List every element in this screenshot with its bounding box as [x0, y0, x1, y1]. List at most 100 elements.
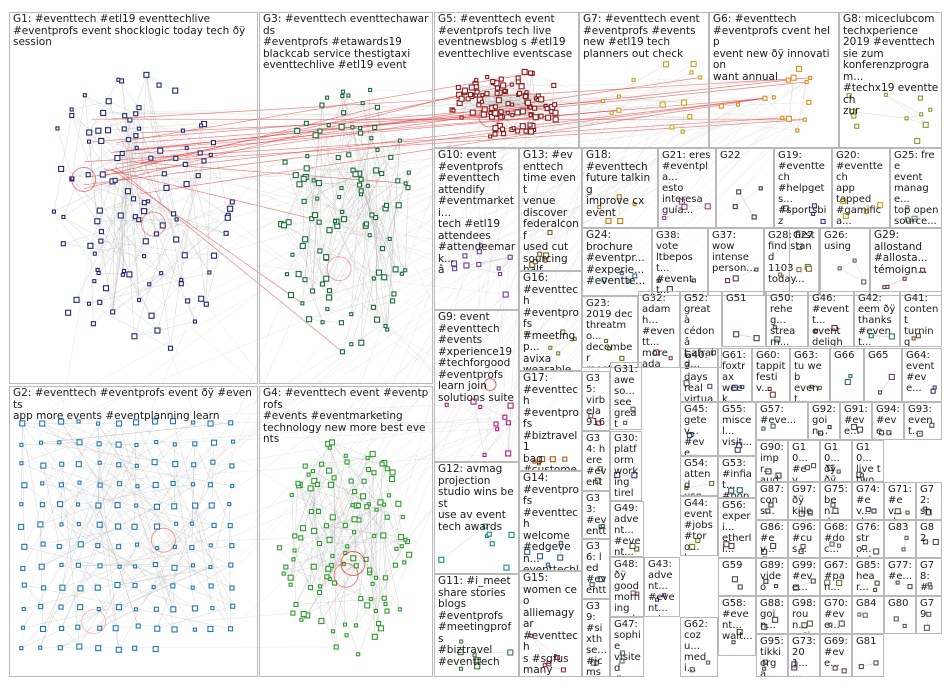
group-panel-g38: G38: vote ltbepost... #eventt...: [652, 228, 708, 296]
node-g2: [170, 606, 177, 613]
node-g2: [76, 643, 83, 650]
node-g4: [288, 582, 293, 587]
node-g4: [306, 472, 311, 477]
group-panel-g16: G16: #eventtech #eventprofs #meetingp...…: [519, 271, 582, 371]
node-g5: [519, 108, 526, 115]
group-label-g85: G85: hear...: [856, 560, 880, 593]
node-g2: [115, 523, 122, 530]
group-label-g3: G3: #eventtech eventtechawards #eventpro…: [263, 13, 429, 71]
node-g2: [19, 502, 24, 507]
edge: [342, 91, 401, 141]
group-label-g86: G86: #ev... #ev...: [760, 522, 784, 557]
edge: [852, 111, 907, 119]
node-g1: [105, 98, 112, 105]
group-panel-g47: G47: sophie visited #event...: [610, 617, 644, 677]
group-panel-g86: G86: #ev... #ev...: [756, 520, 788, 558]
node-g3: [317, 248, 323, 254]
node-g3: [280, 222, 288, 229]
node-g1: [227, 205, 234, 212]
edge: [135, 94, 461, 217]
node-g2: [96, 606, 101, 612]
group-label-g26: G26: using: [824, 230, 852, 252]
edge: [42, 423, 120, 484]
node-g2: [151, 585, 156, 590]
node-g4: [291, 557, 296, 562]
node-g2: [19, 461, 24, 466]
group-label-g23: G23: 2019 dec threatmo... december meet.…: [586, 298, 633, 367]
node-g1: [65, 309, 72, 316]
node-g5: [511, 126, 516, 131]
group-label-g67: G67: #pan...: [824, 560, 848, 593]
edge: [298, 485, 368, 606]
edge: [63, 216, 125, 272]
edge: [306, 168, 360, 174]
node-g4: [318, 618, 325, 625]
group-panel-g83: G83: [884, 520, 916, 558]
group-label-g83: G83: [888, 522, 909, 533]
node-g2: [155, 545, 160, 551]
group-panel-g93: G93: event...: [904, 402, 942, 440]
group-panel-g46: G46: #eventt... event delight...: [808, 291, 854, 347]
node-g4: [307, 485, 314, 492]
node-g6: [796, 65, 803, 72]
edge: [71, 109, 163, 226]
group-label-g50: G50: reheg... stream... hey...: [770, 293, 796, 347]
node-g2: [95, 502, 102, 509]
node-g1: [69, 112, 75, 119]
edge: [318, 481, 365, 512]
edge: [303, 173, 360, 202]
node-g2: [94, 584, 101, 591]
edge: [326, 519, 355, 526]
node-g3: [397, 138, 402, 143]
node-g4: [394, 546, 399, 551]
node-g4: [283, 564, 289, 570]
edge: [405, 110, 619, 184]
edge: [359, 184, 465, 257]
node-g1: [154, 327, 161, 334]
edge: [53, 211, 98, 271]
node-g8: [846, 93, 852, 99]
edge: [129, 274, 330, 448]
edge: [60, 505, 212, 648]
node-g3: [338, 320, 344, 326]
edge: [103, 112, 789, 120]
edge: [298, 485, 403, 518]
node-g4: [400, 514, 405, 520]
edge: [367, 185, 388, 330]
edge: [466, 265, 501, 275]
node-g2: [21, 482, 28, 489]
node-g5: [499, 126, 506, 132]
node-g1: [203, 301, 209, 307]
node-g1: [104, 127, 112, 134]
edge: [527, 542, 561, 553]
edge: [307, 156, 336, 222]
group-panel-g43: G43: advent... #event... retour...: [644, 557, 680, 617]
node-g5: [492, 125, 499, 132]
edge: [118, 505, 196, 650]
edge: [396, 102, 809, 550]
group-panel-g96: G96: #cus...: [788, 520, 820, 558]
node-g5: [523, 93, 529, 100]
node-g4: [392, 562, 398, 568]
node-g3: [311, 178, 316, 183]
edge: [80, 544, 233, 607]
node-g4: [292, 548, 297, 553]
node-g3: [403, 181, 408, 186]
group-panel-g14: G14: #eventprofs #eventtech welcome #edg…: [519, 471, 582, 571]
node-g4: [289, 492, 294, 498]
node-g2: [134, 442, 139, 448]
edge: [453, 93, 520, 111]
node-g1: [133, 133, 139, 139]
edge: [383, 535, 401, 610]
node-g1: [131, 196, 137, 202]
node-g2: [19, 420, 26, 427]
group-label-g77: G77: #e...: [888, 560, 913, 582]
node-g8: [917, 95, 923, 101]
node-g3: [372, 125, 378, 131]
edge: [312, 290, 323, 323]
node-g4: [343, 453, 348, 458]
group-panel-g35: G35: virbela 916: [582, 371, 610, 431]
group-panel-g36: G36: led #eventte... live #eventpr...: [582, 539, 610, 599]
edge: [112, 180, 116, 312]
edge: [306, 168, 377, 171]
